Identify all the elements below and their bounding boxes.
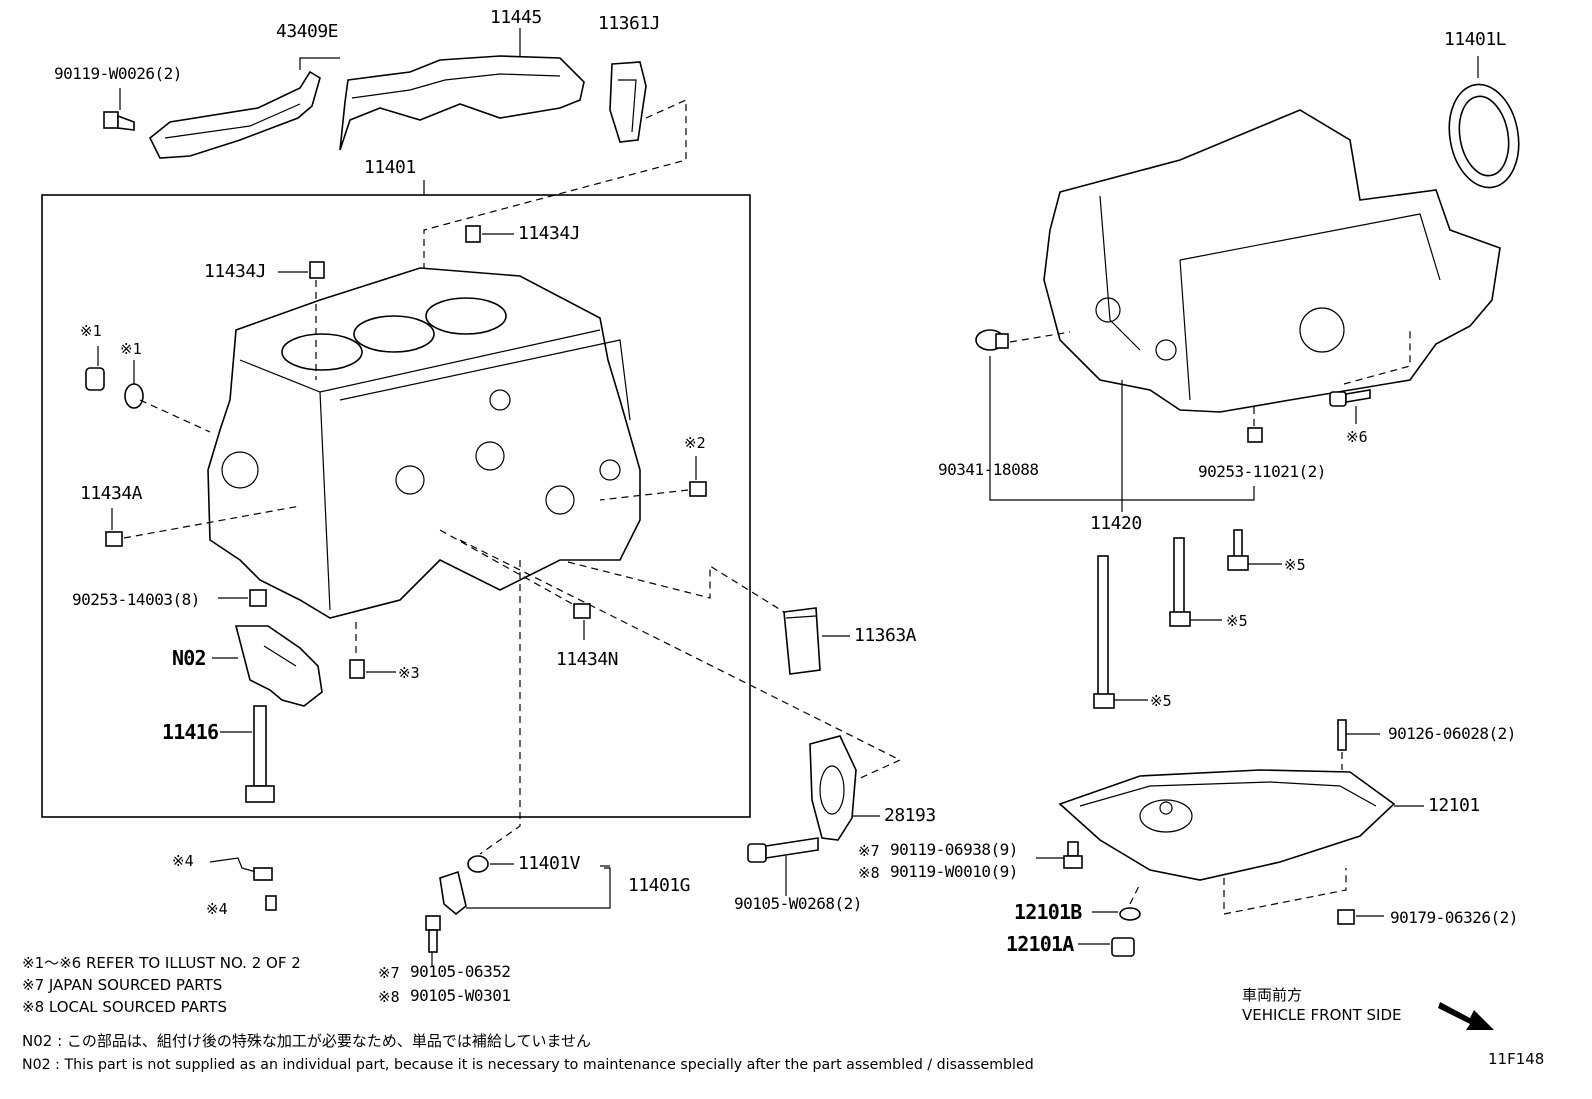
pin-90253-11021	[1247, 427, 1263, 443]
nut-90179-06326	[1337, 909, 1355, 925]
cover-11361J	[609, 61, 647, 143]
heat-insulator-43409E	[148, 70, 321, 159]
label-90119-06938: 90119-06938(9)	[890, 840, 1018, 859]
label-90253-11021: 90253-11021(2)	[1198, 462, 1326, 481]
front-side-japanese: 車両前方	[1242, 986, 1303, 1004]
label-N02: N02	[172, 646, 207, 670]
oil-seal-11401L	[1448, 83, 1520, 189]
mark-7a: ※7	[858, 842, 880, 860]
insulator-11445	[339, 55, 585, 151]
label-11434A: 11434A	[80, 483, 143, 504]
label-90179-06326: 90179-06326(2)	[1390, 908, 1518, 927]
label-90105-W0301: 90105-W0301	[410, 986, 511, 1005]
note-n02-japanese: N02 : この部品は、組付け後の特殊な加工が必要なため、単品では補給していませ…	[22, 1032, 592, 1050]
insulator-11363A	[783, 607, 821, 675]
label-11401: 11401	[364, 157, 416, 178]
label-11420: 11420	[1090, 513, 1142, 534]
cylinder-block-11401	[207, 267, 641, 619]
mark-8a: ※8	[858, 864, 880, 882]
bolt-6	[1329, 389, 1371, 407]
label-11363A: 11363A	[854, 625, 917, 646]
label-90119-W0010: 90119-W0010(9)	[890, 862, 1018, 881]
bolt-90119-W0026	[103, 111, 135, 131]
label-11401L: 11401L	[1444, 29, 1507, 50]
mark-5c: ※5	[1150, 692, 1172, 710]
bolt-11416	[245, 705, 275, 803]
bolt-90119-06938	[1063, 841, 1083, 869]
label-11434J-b: 11434J	[518, 223, 581, 244]
gasket-28193	[809, 735, 857, 841]
label-43409E: 43409E	[276, 21, 339, 42]
gasket-1	[124, 383, 144, 409]
plug-90341-18088	[975, 329, 1009, 351]
mark-2: ※2	[684, 434, 706, 452]
pin-90253-14003	[249, 589, 267, 607]
mark-3: ※3	[398, 664, 420, 682]
label-12101A: 12101A	[1006, 932, 1074, 956]
mark-5a: ※5	[1284, 556, 1306, 574]
label-11401V: 11401V	[518, 853, 581, 874]
mark-8b: ※8	[378, 988, 400, 1006]
plug-1	[85, 367, 105, 391]
label-90119-W0026: 90119-W0026(2)	[54, 64, 182, 83]
oil-pan-12101	[1058, 769, 1396, 881]
sensor-4	[209, 857, 273, 881]
label-90341-18088: 90341-18088	[938, 460, 1039, 479]
stud-90126-06028	[1337, 719, 1347, 751]
label-90105-06352: 90105-06352	[410, 962, 511, 981]
mark-1b: ※1	[120, 340, 142, 358]
plug-12101A	[1111, 937, 1135, 957]
label-11445: 11445	[490, 7, 542, 28]
label-28193: 28193	[884, 805, 936, 826]
block-assembly-frame	[41, 194, 751, 818]
label-11361J: 11361J	[598, 13, 661, 34]
o-ring-11401V	[467, 855, 489, 873]
diagram-id: 11F148	[1488, 1050, 1545, 1068]
note-n02-english: N02 : This part is not supplied as an in…	[22, 1057, 1034, 1073]
washer-12101B	[1119, 907, 1141, 921]
bolt-5b	[1169, 537, 1191, 627]
mark-1a: ※1	[80, 322, 102, 340]
pin-3	[349, 659, 365, 679]
label-12101B: 12101B	[1014, 900, 1082, 924]
pin-2	[689, 481, 707, 497]
label-90126-06028: 90126-06028(2)	[1388, 724, 1516, 743]
mark-4a: ※4	[172, 852, 194, 870]
crankcase-11420	[1043, 109, 1501, 413]
bolt-90105-06352	[425, 915, 441, 953]
bolt-5a	[1227, 529, 1249, 571]
label-12101: 12101	[1428, 795, 1480, 816]
bolt-90105-W0268	[747, 837, 819, 863]
stud-bolt-5c	[1093, 555, 1115, 709]
mark-6: ※6	[1346, 428, 1368, 446]
mark-7b: ※7	[378, 964, 400, 982]
label-90105-W0268: 90105-W0268(2)	[734, 894, 862, 913]
pin-11434N	[573, 603, 591, 619]
sensor-11401G	[439, 870, 467, 916]
mark-5b: ※5	[1226, 612, 1248, 630]
front-side-english: VEHICLE FRONT SIDE	[1242, 1006, 1402, 1024]
note-local-sourced: ※8 LOCAL SOURCED PARTS	[22, 998, 227, 1016]
note-japan-sourced: ※7 JAPAN SOURCED PARTS	[22, 976, 223, 994]
pin-11434A	[105, 531, 123, 547]
bolt-4	[265, 895, 277, 911]
label-11434N: 11434N	[556, 649, 619, 670]
label-11401G: 11401G	[628, 875, 691, 896]
label-90253-14003: 90253-14003(8)	[72, 590, 200, 609]
vehicle-front-arrow-icon	[1438, 1002, 1494, 1030]
label-11434J-a: 11434J	[204, 261, 267, 282]
note-refer: ※1～※6 REFER TO ILLUST NO. 2 OF 2	[22, 954, 301, 972]
bearing-cap-N02	[234, 625, 323, 707]
pin-11434J-a	[309, 261, 325, 279]
label-11416: 11416	[162, 720, 219, 744]
pin-11434J-b	[465, 225, 481, 243]
mark-4b: ※4	[206, 900, 228, 918]
